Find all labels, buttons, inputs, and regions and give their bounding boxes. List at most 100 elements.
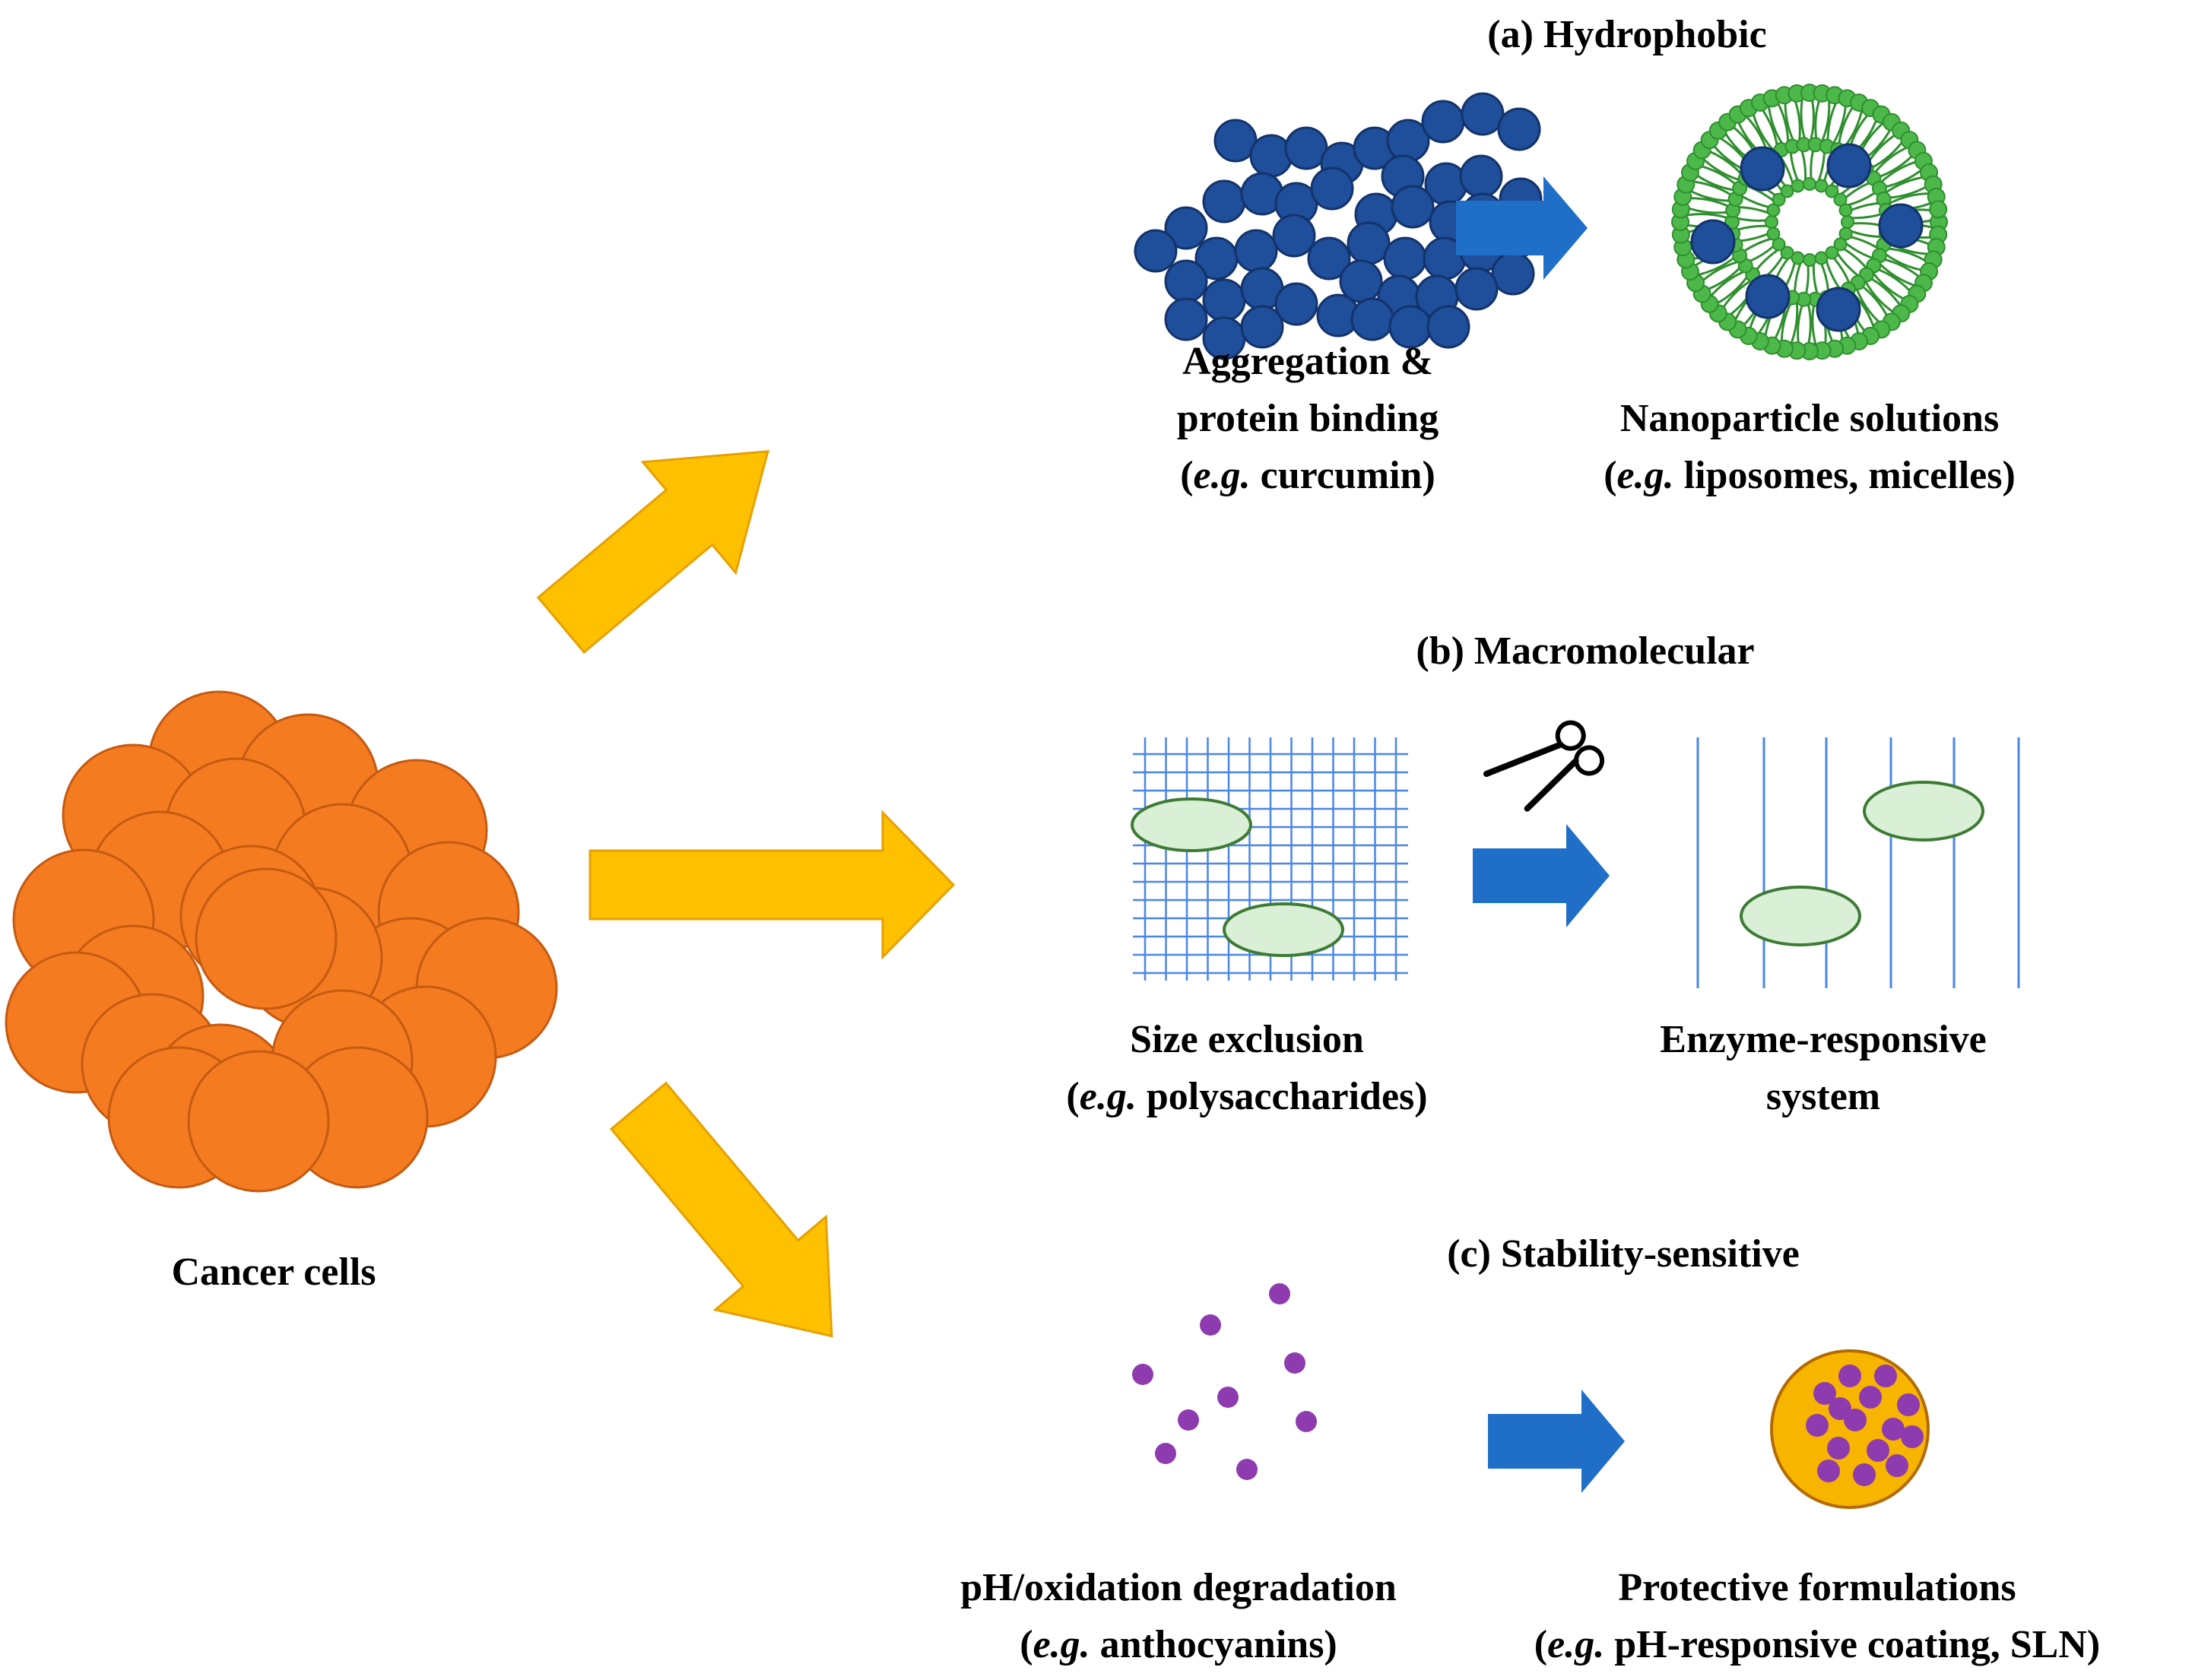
encapsulated-drug — [1745, 274, 1791, 319]
enzyme-label-2: system — [1766, 1075, 1880, 1118]
anthocyanin-dot — [1200, 1314, 1221, 1336]
cancer-cells-label: Cancer cells — [171, 1250, 376, 1294]
blue-arrow-c — [1488, 1390, 1625, 1493]
lipid-tail — [1789, 303, 1799, 347]
polysaccharide-ellipse — [1223, 902, 1344, 957]
anthocyanin-dot — [1132, 1364, 1153, 1385]
anthocyanin-dot — [1178, 1409, 1199, 1431]
size-exclusion-example: (e.g. polysaccharides) — [1066, 1075, 1427, 1118]
drug-particle — [1202, 278, 1246, 322]
arrow-to-hydrophobic — [536, 450, 769, 655]
lipid-head-inner — [1765, 215, 1778, 229]
lipid-head-inner — [1772, 192, 1786, 207]
yellow-arrow-right — [588, 810, 956, 960]
drug-particle — [1426, 305, 1470, 349]
lipid-head-inner — [1780, 184, 1794, 198]
blue-arrow-a — [1456, 176, 1588, 280]
drug-particle — [1383, 236, 1427, 281]
degradation-label: pH/oxidation degradation — [960, 1566, 1397, 1609]
lipid-tail — [1811, 303, 1818, 348]
encapsulated-anthocyanin — [1813, 1382, 1836, 1405]
lipid-head-inner — [1838, 203, 1853, 217]
encapsulated-anthocyanin — [1882, 1418, 1905, 1441]
lipid-tail — [1860, 284, 1890, 320]
lipid-tail — [1800, 150, 1807, 183]
lipid-tail — [1848, 213, 1882, 220]
encapsulated-anthocyanin — [1844, 1409, 1867, 1431]
encapsulated-anthocyanin — [1897, 1393, 1920, 1416]
protective-example: (e.g. pH-responsive coating, SLN) — [1534, 1623, 2100, 1666]
nanoparticle-example: (e.g. liposomes, micelles) — [1604, 454, 2016, 497]
lipid-head-inner — [1825, 246, 1839, 260]
drug-particle — [1350, 297, 1394, 341]
lipid-head-inner — [1803, 253, 1816, 267]
encapsulated-anthocyanin — [1886, 1454, 1908, 1477]
yellow-arrow-up — [536, 450, 769, 655]
polysaccharide-ellipse — [1131, 797, 1252, 852]
drug-particle — [1421, 100, 1465, 144]
drug-particle — [1272, 214, 1316, 258]
encapsulated-anthocyanin — [1838, 1365, 1861, 1387]
cancer-cell — [195, 867, 338, 1010]
polysaccharide-mesh — [1131, 737, 1408, 981]
lipid-tail — [1864, 281, 1896, 315]
encapsulated-anthocyanin — [1806, 1414, 1829, 1437]
arrow-to-stability — [609, 1081, 833, 1338]
section-c-title: (c) Stability-sensitive — [1447, 1232, 1800, 1276]
encapsulated-drug — [1816, 287, 1861, 332]
lipid-tail — [1684, 205, 1728, 214]
encapsulated-anthocyanin — [1901, 1425, 1924, 1448]
lipid-head-inner — [1791, 179, 1805, 193]
aggregation-label-1: Aggregation & — [1182, 340, 1433, 383]
drug-particle — [1274, 282, 1318, 326]
lipid-tail — [1697, 163, 1737, 186]
drug-particle — [1391, 185, 1435, 229]
drug-particle — [1491, 252, 1535, 296]
encapsulated-drug — [1740, 146, 1785, 192]
lipid-head-inner — [1766, 227, 1781, 241]
anthocyanin-dot — [1217, 1387, 1239, 1408]
lipid-head-inner — [1825, 184, 1839, 198]
lipid-tail — [1715, 275, 1749, 306]
lipid-tail — [1683, 213, 1728, 220]
drug-particle — [1202, 179, 1246, 223]
section-b-title: (b) Macromolecular — [1416, 629, 1754, 673]
enzyme-label-1: Enzyme-responsive — [1660, 1018, 1986, 1061]
section-a-title: (a) Hydrophobic — [1487, 13, 1766, 56]
lipid-tail — [1738, 205, 1772, 215]
drug-particle — [1164, 206, 1208, 250]
lipid-tail — [1807, 303, 1812, 348]
anthocyanin-dot — [1284, 1352, 1305, 1374]
lipid-tail — [1797, 303, 1804, 347]
lipid-tail — [1814, 97, 1822, 141]
enzyme-responsive-system — [1696, 737, 2020, 988]
anthocyanin-dot — [1296, 1411, 1317, 1432]
drug-particle — [1459, 154, 1503, 198]
lipid-head-inner — [1814, 179, 1829, 193]
protective-sln-particle — [1770, 1349, 1930, 1509]
yellow-arrow-down — [609, 1081, 833, 1338]
encapsulated-drug — [1878, 203, 1924, 249]
degradation-example: (e.g. anthocyanins) — [1020, 1623, 1337, 1666]
scissors-icon — [1483, 720, 1605, 812]
lipid-tail — [1879, 263, 1918, 288]
encapsulated-anthocyanin — [1867, 1439, 1889, 1462]
lipid-tail — [1869, 277, 1903, 309]
lipid-head-inner — [1772, 237, 1786, 252]
drug-particle — [1164, 259, 1208, 303]
drug-particle — [1134, 229, 1178, 273]
nanoparticle-label: Nanoparticle solutions — [1620, 397, 1999, 440]
drug-particle — [1234, 229, 1278, 273]
lipid-head-inner — [1814, 251, 1829, 265]
lipid-head-inner — [1833, 192, 1848, 207]
arrow-to-macromolecular — [588, 810, 956, 960]
lipid-tail — [1751, 109, 1773, 150]
lipid-head-inner — [1803, 177, 1816, 191]
anthocyanin-dot — [1236, 1459, 1258, 1480]
encapsulated-anthocyanin — [1827, 1437, 1850, 1460]
released-ellipse — [1863, 781, 1984, 842]
lipid-tail — [1767, 103, 1784, 145]
lipid-tail — [1870, 138, 1905, 170]
encapsulated-anthocyanin — [1817, 1460, 1840, 1482]
